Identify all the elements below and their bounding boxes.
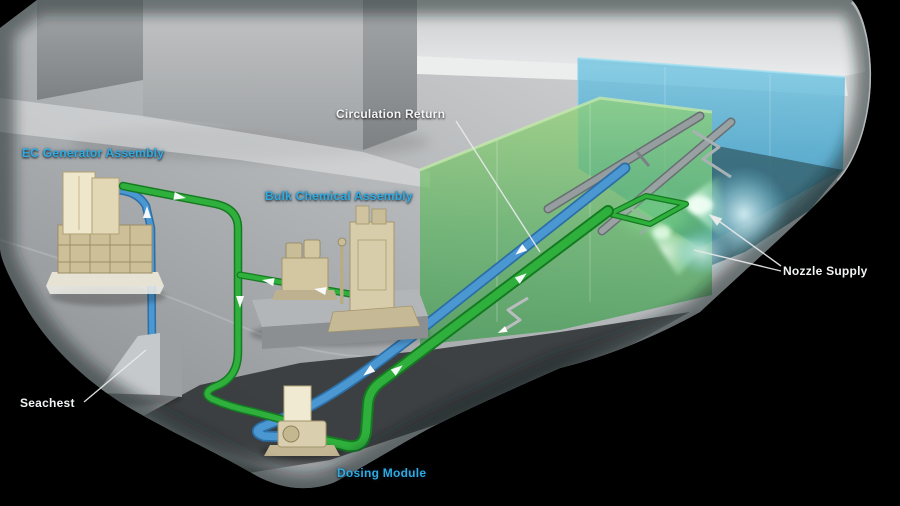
dosing-cabinet xyxy=(283,385,312,425)
left-wall-block xyxy=(37,0,143,100)
pump-motor xyxy=(285,242,303,261)
metering-pump-body xyxy=(281,257,329,293)
far-wall xyxy=(417,0,865,76)
deck-band xyxy=(0,98,430,188)
seachest-leader xyxy=(83,349,147,403)
ec-generator-assembly-unit xyxy=(46,171,166,306)
inner-bottom-dark-floor xyxy=(85,312,690,476)
nozzle-header-loop xyxy=(607,193,689,227)
green-tank-top-edge xyxy=(419,96,713,172)
skid-base xyxy=(46,272,164,286)
seachest-riser-pipe xyxy=(115,187,155,347)
valve-handwheel xyxy=(337,237,347,247)
grey-pipe-stub xyxy=(635,151,651,167)
skid-base-plate xyxy=(46,286,164,294)
center-wall-front xyxy=(143,0,363,150)
pump-motor xyxy=(303,239,321,259)
spray-core xyxy=(687,196,713,214)
tower-pedestal xyxy=(327,305,421,333)
blue-tank-top-edge xyxy=(577,57,846,78)
nozzle-supply-pipe xyxy=(316,207,612,451)
nozzle-spray-plumes xyxy=(623,166,790,276)
flow-arrow xyxy=(314,287,327,295)
bulk-chemical-assembly-unit xyxy=(236,205,430,349)
label-ec-generator-assembly: EC Generator Assembly xyxy=(22,146,165,160)
label-nozzle-supply: Nozzle Supply xyxy=(783,264,868,278)
label-bulk-chemical-assembly: Bulk Chemical Assembly xyxy=(265,189,413,203)
valve-stand xyxy=(340,246,344,304)
hull-edge-highlight xyxy=(836,0,872,182)
dosing-module-unit xyxy=(260,385,344,460)
skid-frame-members xyxy=(58,225,152,273)
flow-arrow xyxy=(363,365,376,376)
dosing-base xyxy=(264,445,340,456)
label-circulation-return: Circulation Return xyxy=(336,107,446,121)
flow-arrow xyxy=(262,278,275,286)
control-cabinet xyxy=(91,177,120,235)
pump-cylinder xyxy=(282,425,300,443)
grey-pipe xyxy=(545,113,703,212)
label-dosing-module: Dosing Module xyxy=(337,466,427,480)
nozzle-supply-leader xyxy=(715,218,782,267)
chemical-tower xyxy=(349,221,395,319)
center-wall-side xyxy=(363,0,417,150)
flow-arrow xyxy=(173,192,186,200)
flow-arrow xyxy=(236,296,244,308)
flow-arrows xyxy=(143,192,528,376)
pump-base xyxy=(272,290,338,300)
label-seachest: Seachest xyxy=(20,396,75,410)
nozzle-supply-leader xyxy=(693,249,782,272)
loop-pipe xyxy=(608,194,688,226)
flow-arrow xyxy=(390,365,403,376)
tower-top-fitting xyxy=(355,205,370,225)
spray-glow xyxy=(623,195,687,235)
leader-arrowhead xyxy=(708,213,723,226)
circulation-return-leader xyxy=(455,120,541,253)
tower-top-fitting xyxy=(371,208,387,225)
flow-arrow xyxy=(497,326,508,334)
callout-leader-lines xyxy=(83,120,782,403)
spray-core xyxy=(653,225,671,239)
flow-arrow xyxy=(515,244,528,255)
flow-arrow xyxy=(143,206,151,218)
seachest-side-face xyxy=(160,333,182,397)
grey-branch-pipe xyxy=(692,129,732,179)
grey-takeoff-branch xyxy=(501,296,529,333)
treated-water-pipe xyxy=(120,183,287,423)
tower-panel xyxy=(357,239,387,291)
flow-arrow xyxy=(514,273,527,284)
